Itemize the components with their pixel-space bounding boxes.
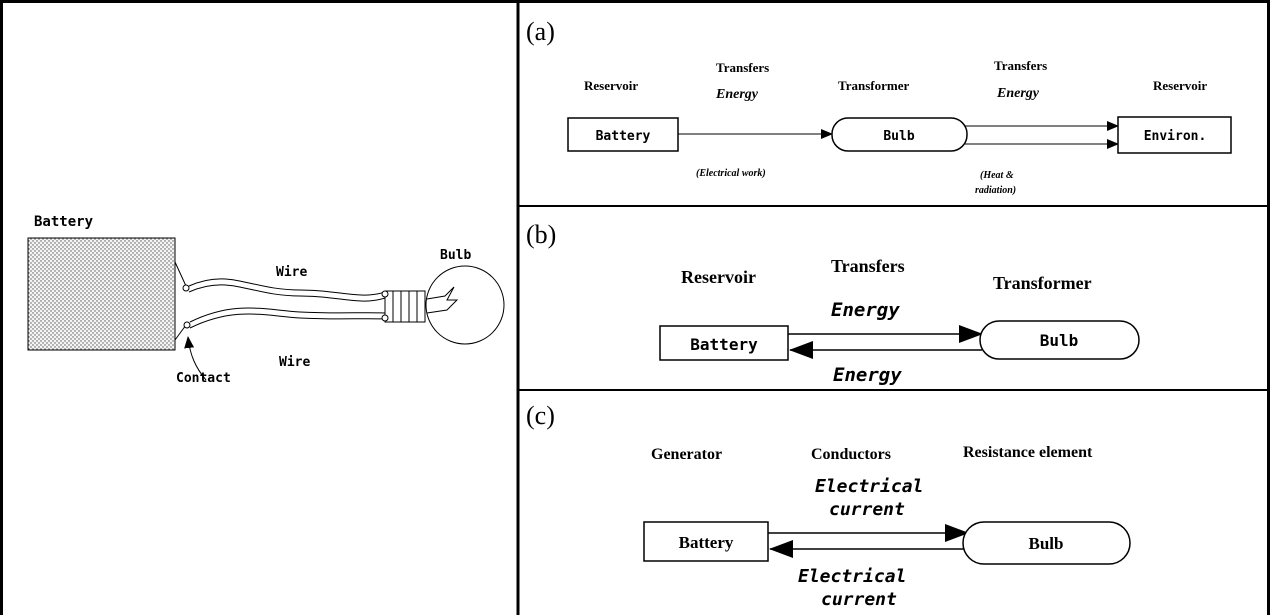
- panel-a-battery-box: Battery: [596, 129, 651, 144]
- b-transformer: Transformer: [993, 273, 1092, 293]
- a-transfers-1: Transfers: [716, 60, 769, 75]
- panel-a-environ-box: Environ.: [1144, 129, 1207, 144]
- c-current-top-1: Electrical: [815, 476, 923, 497]
- panel-c-tag: (c): [526, 401, 555, 430]
- circuit-drawing: Battery Wire Wire Contact Bulb: [27, 214, 505, 386]
- b-transfers: Transfers: [831, 256, 905, 276]
- bulb-filament: [426, 286, 459, 314]
- a-reservoir-right: Reservoir: [1153, 78, 1207, 93]
- b-energy-bottom: Energy: [833, 364, 902, 386]
- b-reservoir: Reservoir: [681, 267, 756, 287]
- terminal-top: [182, 284, 190, 292]
- battery-lead-bottom: [174, 324, 187, 341]
- panel-a-bulb-box: Bulb: [883, 129, 914, 144]
- contact-label: Contact: [176, 371, 231, 386]
- panel-b-bulb-box: Bulb: [1040, 331, 1079, 350]
- bulb-socket: [384, 290, 426, 323]
- a-heat-line2: radiation): [975, 185, 1016, 196]
- panel-b-tag: (b): [526, 220, 556, 249]
- a-electrical-work: (Electrical work): [696, 168, 766, 179]
- terminal-bottom: [183, 321, 191, 329]
- a-energy-2: Energy: [996, 86, 1040, 101]
- wire-top-label: Wire: [276, 265, 307, 280]
- a-transformer: Transformer: [838, 78, 909, 93]
- b-battery-box: [659, 325, 789, 361]
- c-generator: Generator: [651, 446, 722, 463]
- b-energy-top: Energy: [831, 299, 900, 321]
- panel-c-battery-box: Battery: [679, 533, 734, 552]
- wire-top: [188, 278, 386, 296]
- a-environ-box: [1117, 116, 1232, 154]
- a-bulb-box: [831, 117, 968, 152]
- c-conductors: Conductors: [811, 446, 891, 463]
- panel-a-tag: (a): [526, 17, 555, 46]
- c-current-bottom-2: current: [821, 589, 897, 610]
- wire-bottom: [189, 307, 386, 323]
- c-bulb-box: [962, 521, 1131, 565]
- panel-c: (c) Generator Conductors Resistance elem…: [526, 401, 1131, 610]
- wire-bottom-label: Wire: [279, 355, 310, 370]
- panel-c-bulb-box: Bulb: [1029, 534, 1064, 553]
- a-reservoir-left: Reservoir: [584, 78, 638, 93]
- panel-a: (a) Reservoir Transfers Energy Transform…: [526, 17, 1232, 196]
- panel-b-battery-box: Battery: [690, 335, 758, 354]
- battery-lead-top: [174, 261, 187, 287]
- panel-b: (b) Reservoir Transfers Transformer Ener…: [526, 220, 1140, 386]
- a-energy-1: Energy: [715, 87, 759, 102]
- b-bulb-box: [979, 320, 1140, 360]
- battery-label: Battery: [34, 214, 94, 230]
- contact-pointer: [184, 336, 207, 381]
- bulb-label: Bulb: [440, 248, 471, 263]
- c-battery-box: [643, 521, 769, 562]
- a-transfers-2: Transfers: [994, 58, 1047, 73]
- bulb-globe: [425, 265, 505, 345]
- battery-block: [27, 237, 176, 351]
- c-resistance: Resistance element: [963, 444, 1093, 461]
- a-battery-box: [567, 117, 679, 152]
- a-heat-line1: (Heat &: [980, 170, 1014, 181]
- c-current-bottom-1: Electrical: [798, 566, 906, 587]
- c-current-top-2: current: [829, 499, 905, 520]
